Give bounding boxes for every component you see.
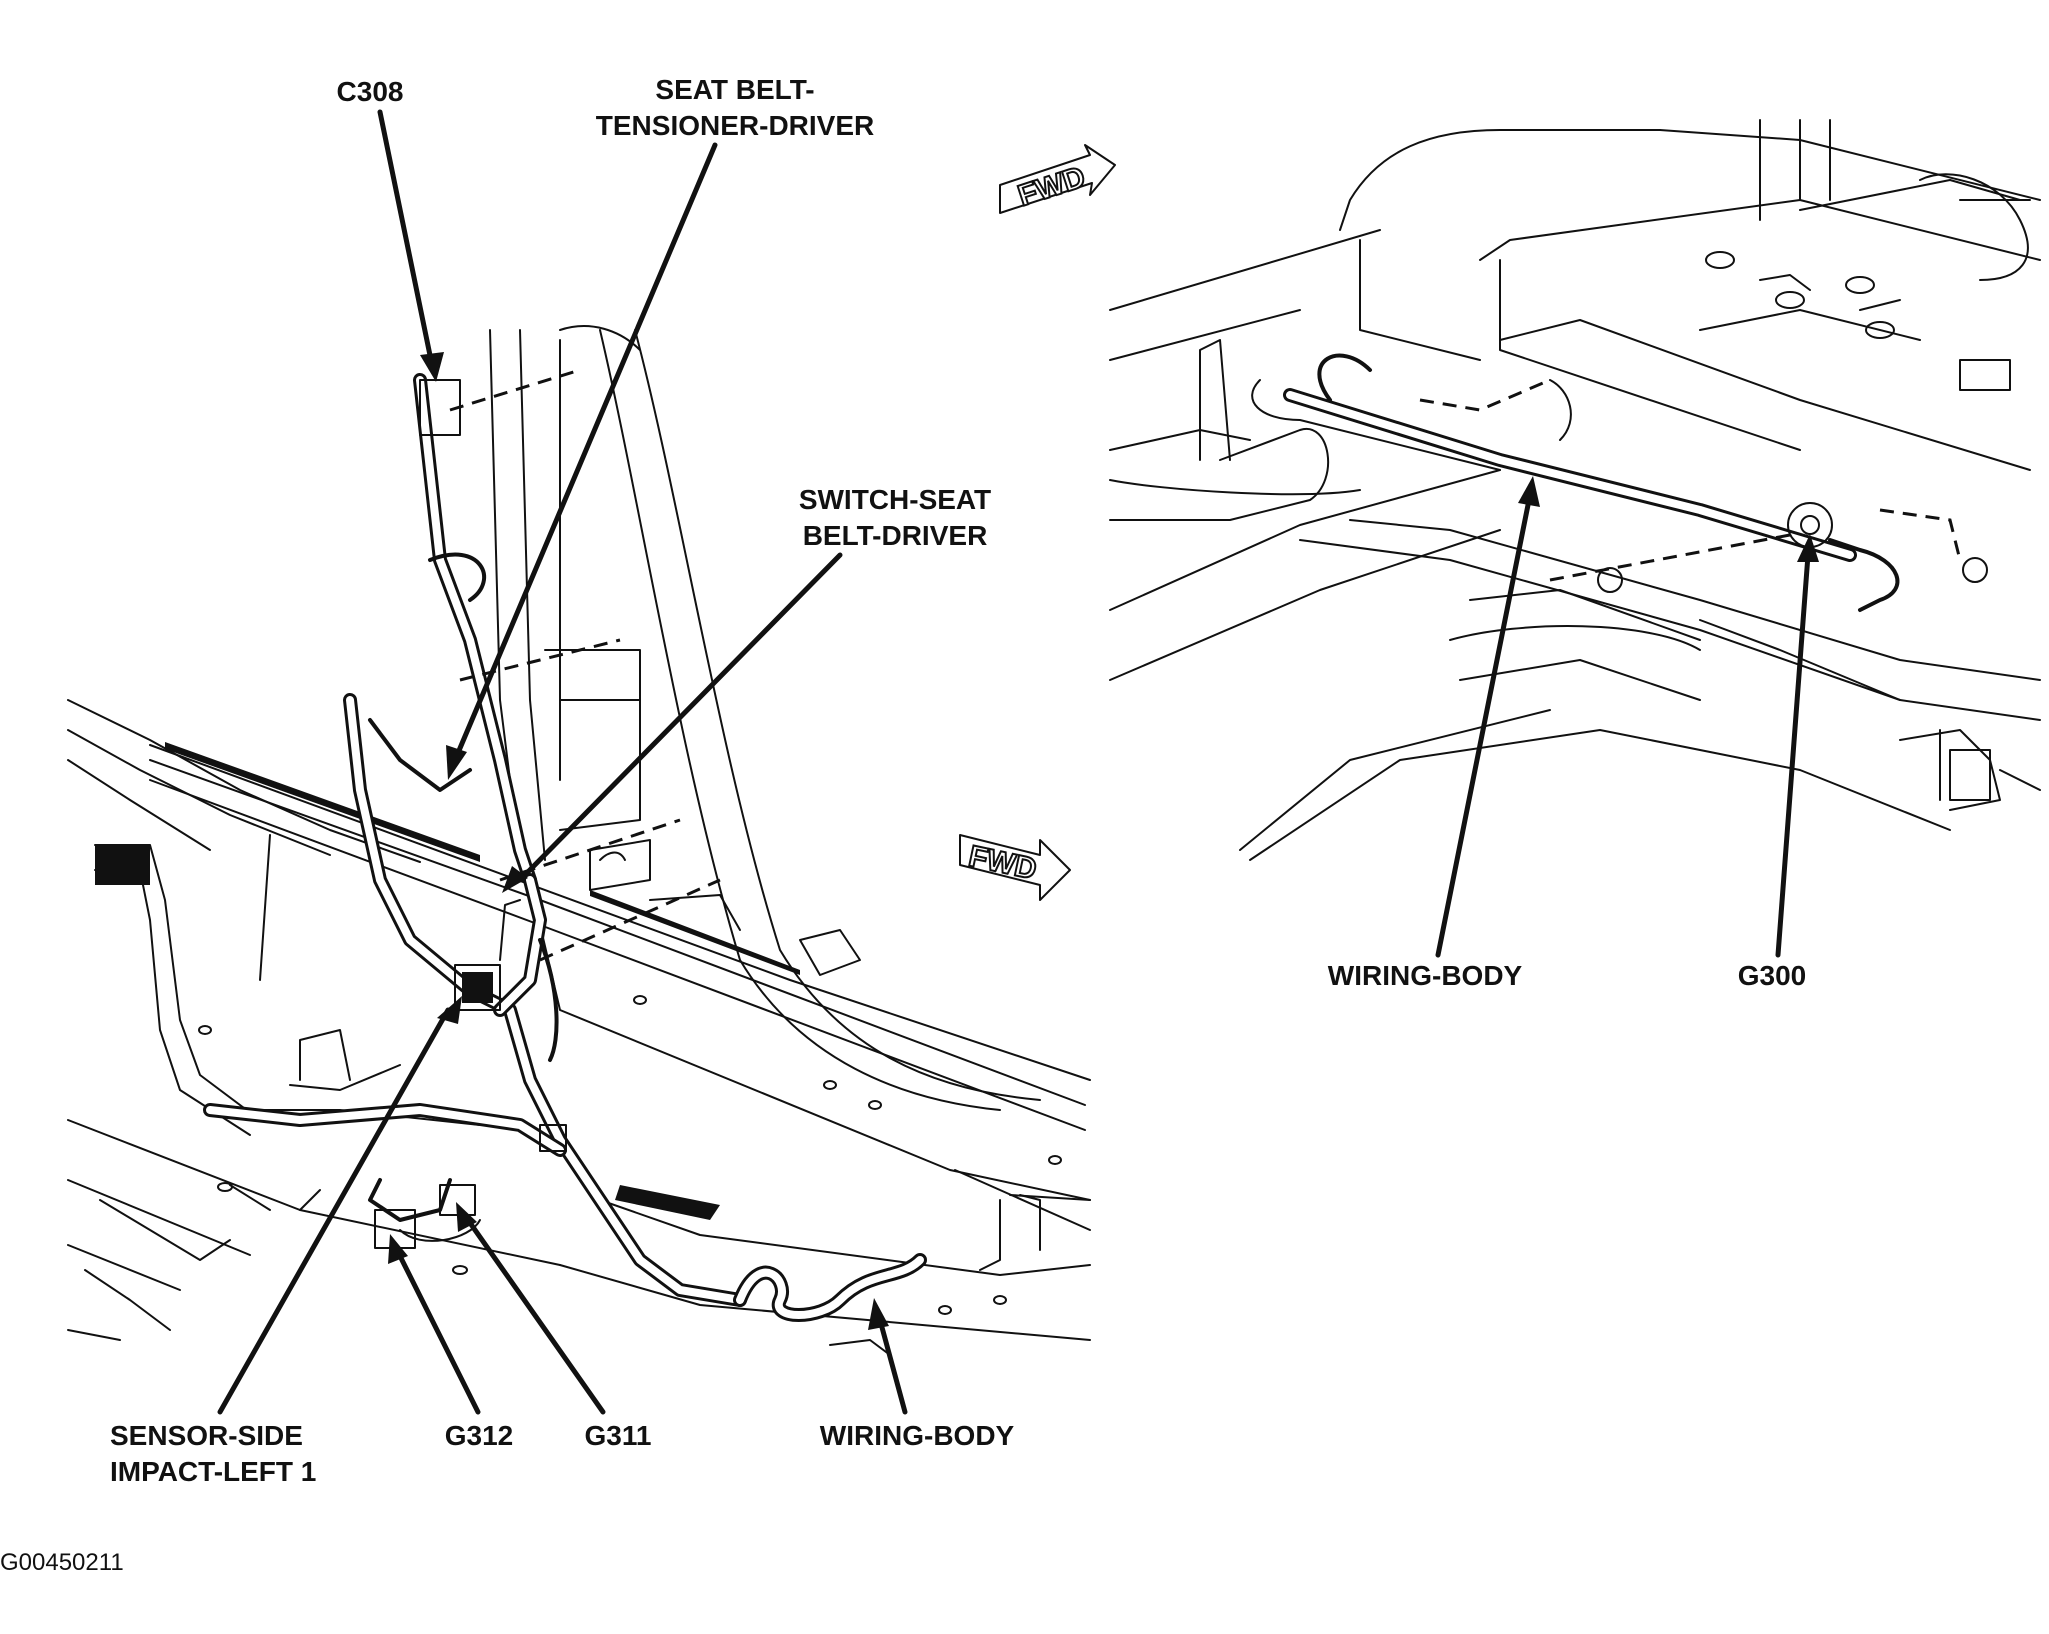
label-sensor-side-line1: SENSOR-SIDE: [110, 1420, 303, 1451]
label-c308: C308: [337, 76, 404, 107]
fwd-upper-text: FWD: [1014, 160, 1089, 212]
fwd-arrow-icon: [959, 834, 1071, 901]
label-g311: G311: [585, 1420, 652, 1451]
fwd-arrow-upper: FWD: [999, 144, 1116, 214]
label-g312: G312: [445, 1420, 514, 1451]
figure-id: G00450211: [0, 1549, 124, 1576]
leader-lines: [217, 109, 1819, 1415]
connector-impact-sensor: [454, 964, 501, 1011]
duct-hatch: [95, 845, 150, 885]
right-illustration: [1109, 119, 2041, 861]
label-g300: G300: [1738, 960, 1807, 991]
label-wiring-body-right: WIRING-BODY: [1328, 960, 1523, 991]
label-seat-belt-tensioner-line1: SEAT BELT-: [655, 74, 814, 105]
fwd-lower-text: FWD: [966, 840, 1040, 886]
label-seat-belt-tensioner-line2: TENSIONER-DRIVER: [596, 110, 874, 141]
bracket-rear: [1949, 749, 1991, 801]
left-illustration: [67, 325, 1091, 1356]
fwd-arrow-icon: [999, 144, 1116, 214]
label-sensor-side-line2: IMPACT-LEFT 1: [110, 1456, 316, 1487]
label-wiring-body-left: WIRING-BODY: [820, 1420, 1015, 1451]
fwd-arrow-lower: FWD: [959, 834, 1071, 901]
callout-labels: C308 SEAT BELT- TENSIONER-DRIVER SWITCH-…: [0, 74, 1806, 1576]
harness-clip: [539, 1124, 567, 1152]
label-switch-seat-line1: SWITCH-SEAT: [799, 484, 991, 515]
sill-hatch: [165, 742, 800, 975]
label-switch-seat-line2: BELT-DRIVER: [803, 520, 988, 551]
